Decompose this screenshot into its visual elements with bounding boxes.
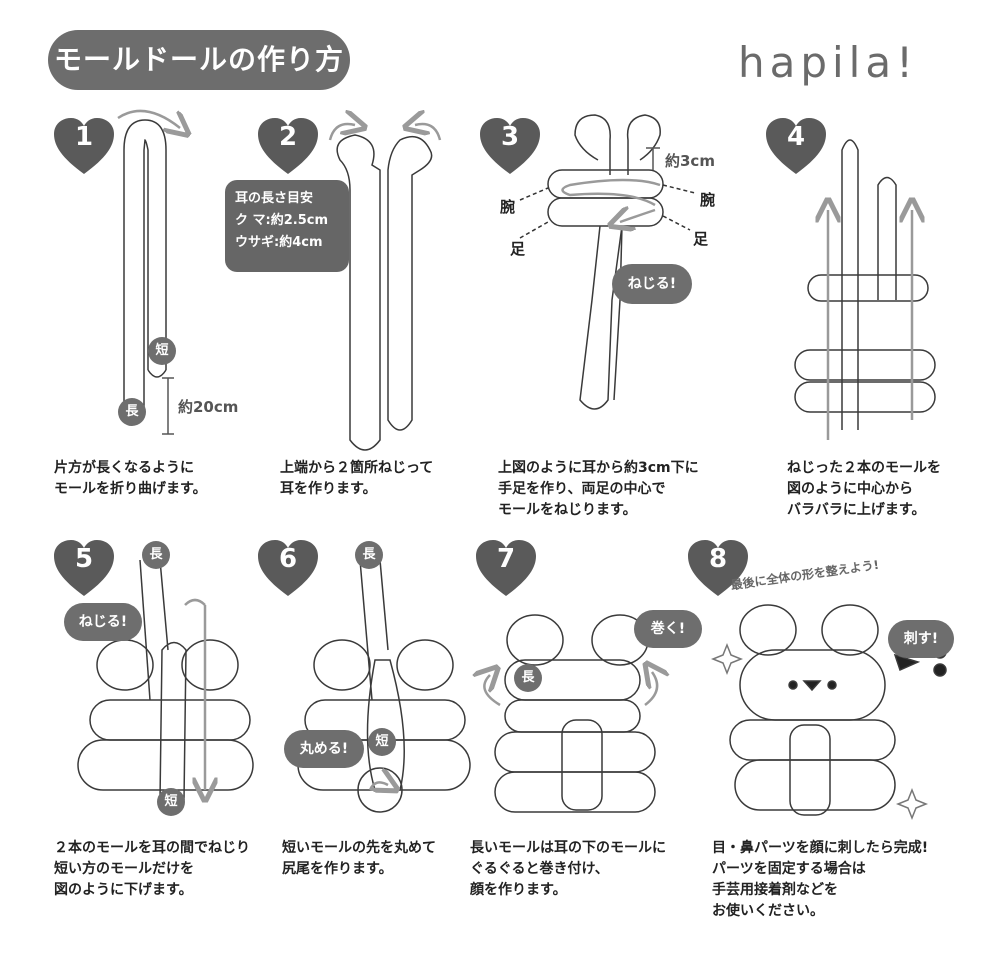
step3-measure: 約3cm <box>665 152 715 170</box>
step-2-caption-line: 耳を作ります。 <box>280 481 377 497</box>
step-4-caption-line: 図のように中心から <box>787 481 913 497</box>
step-1-number-heart-icon: 1 <box>52 116 116 176</box>
brand-logo: hapila! <box>738 38 918 87</box>
step7-wrap-bubble: 巻く! <box>634 610 702 648</box>
step3-leg-right-label: 足 <box>693 230 709 248</box>
step3-illustration <box>519 114 696 410</box>
info-box-heading: 耳の長さ目安 <box>235 191 314 206</box>
step-3-number: 3 <box>500 122 520 152</box>
step8-insert-bubble: 刺す! <box>888 620 954 658</box>
step-5-caption-line: 短い方のモールだけを <box>54 861 194 877</box>
step-4-number: 4 <box>786 122 806 152</box>
step-6-number-heart-icon: 6 <box>256 538 320 598</box>
step-1-caption-line: 片方が長くなるように <box>54 460 194 476</box>
step-3-caption-line: 手足を作り、両足の中心で <box>498 481 666 497</box>
step1-illustration <box>117 109 180 435</box>
step-8-caption-line: 手芸用接着剤などを <box>712 882 838 898</box>
step-8-number: 8 <box>708 544 728 574</box>
page-title: モールドールの作り方 <box>48 30 350 90</box>
step-3-caption-line: 上図のように耳から約3cm下に <box>498 460 699 476</box>
step5-short-tag: 短 <box>157 788 185 816</box>
step6-roll-bubble: 丸める! <box>284 730 364 768</box>
step-1-caption: 片方が長くなるように モールを折り曲げます。 <box>54 458 207 500</box>
step5-illustration <box>77 559 254 811</box>
step6-long-tag: 長 <box>355 541 383 569</box>
step-7-caption: 長いモールは耳の下のモールに ぐるぐると巻き付け、 顔を作ります。 <box>470 838 666 901</box>
step-7-caption-line: 顔を作ります。 <box>470 882 567 898</box>
step-7-number-heart-icon: 7 <box>474 538 538 598</box>
step4-illustration <box>794 139 936 440</box>
step-7-caption-line: 長いモールは耳の下のモールに <box>470 840 666 856</box>
step-2-number: 2 <box>278 122 298 152</box>
step-5-caption-line: ２本のモールを耳の間でねじり <box>54 840 250 856</box>
step-3-number-heart-icon: 3 <box>478 116 542 176</box>
step-2-number-heart-icon: 2 <box>256 116 320 176</box>
step-4-caption-line: バラバラに上げます。 <box>787 502 926 518</box>
step3-twist-bubble: ねじる! <box>612 264 692 304</box>
step-4-caption-line: ねじった２本のモールを <box>787 460 941 476</box>
step6-illustration <box>297 559 471 813</box>
step3-arm-left-label: 腕 <box>500 198 516 216</box>
step-5-caption: ２本のモールを耳の間でねじり 短い方のモールだけを 図のように下げます。 <box>54 838 250 901</box>
step5-twist-bubble: ねじる! <box>64 603 142 641</box>
step-7-caption-line: ぐるぐると巻き付け、 <box>470 861 609 877</box>
step-2-caption-line: 上端から２箇所ねじって <box>280 460 434 476</box>
step-5-number-heart-icon: 5 <box>52 538 116 598</box>
step-6-caption-line: 短いモールの先を丸めて <box>282 840 436 856</box>
step-3-caption-line: モールをねじります。 <box>498 502 637 518</box>
step-8-number-heart-icon: 8 <box>686 538 750 598</box>
step-3-caption: 上図のように耳から約3cm下に 手足を作り、両足の中心で モールをねじります。 <box>498 458 699 521</box>
step1-short-tag: 短 <box>148 337 176 365</box>
step-8-caption-line: 目・鼻パーツを顔に刺したら完成! <box>712 840 929 856</box>
step-7-number: 7 <box>496 544 516 574</box>
step3-leg-left-label: 足 <box>510 240 526 258</box>
ear-length-info-box: 耳の長さ目安 ク マ:約2.5cm ウサギ:約4cm <box>225 180 349 272</box>
step7-illustration <box>484 614 657 813</box>
info-box-line-rabbit: ウサギ:約4cm <box>235 235 323 250</box>
step-8-caption: 目・鼻パーツを顔に刺したら完成! パーツを固定する場合は 手芸用接着剤などを お… <box>712 838 928 922</box>
step-1-number: 1 <box>74 122 94 152</box>
info-box-line-bear: ク マ:約2.5cm <box>235 213 329 228</box>
step1-long-tag: 長 <box>118 398 146 426</box>
step-6-caption-line: 尻尾を作ります。 <box>282 861 393 877</box>
step-6-caption: 短いモールの先を丸めて 尻尾を作ります。 <box>282 838 436 880</box>
step-4-caption: ねじった２本のモールを 図のように中心から バラバラに上げます。 <box>787 458 941 521</box>
step3-arm-right-label: 腕 <box>700 191 716 209</box>
step-2-caption: 上端から２箇所ねじって 耳を作ります。 <box>280 458 433 500</box>
step5-long-tag: 長 <box>142 541 170 569</box>
step-8-caption-line: お使いください。 <box>712 903 824 919</box>
step-4-number-heart-icon: 4 <box>764 116 828 176</box>
step-5-number: 5 <box>74 544 94 574</box>
step-5-caption-line: 図のように下げます。 <box>54 882 193 898</box>
step-1-caption-line: モールを折り曲げます。 <box>54 481 207 497</box>
step-6-number: 6 <box>278 544 298 574</box>
step2-illustration <box>328 124 442 451</box>
step6-short-tag: 短 <box>368 728 396 756</box>
step1-length-measure: 約20cm <box>178 398 239 416</box>
step7-long-tag: 長 <box>514 664 542 692</box>
step-8-caption-line: パーツを固定する場合は <box>712 861 866 877</box>
